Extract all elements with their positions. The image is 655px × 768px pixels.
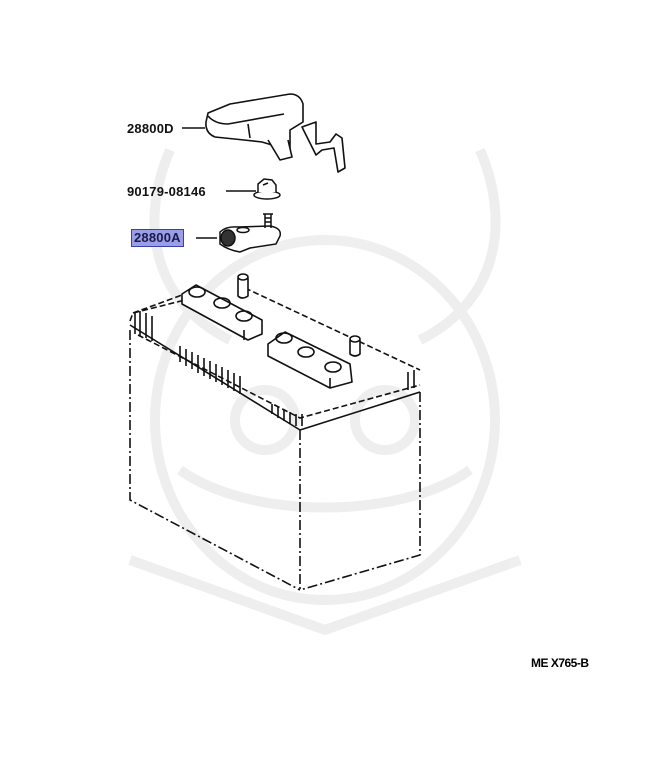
part-label-28800a-highlighted[interactable]: 28800A — [131, 229, 184, 247]
part-label-28800d[interactable]: 28800D — [127, 121, 174, 136]
watermark-icon — [128, 148, 522, 636]
terminal-part-icon — [219, 213, 282, 253]
battery-icon — [129, 273, 421, 591]
nut-part-icon — [253, 178, 281, 200]
part-label-90179-08146[interactable]: 90179-08146 — [127, 184, 206, 199]
diagram-code: ME X765-B — [531, 656, 589, 670]
cover-part-icon — [205, 93, 346, 173]
